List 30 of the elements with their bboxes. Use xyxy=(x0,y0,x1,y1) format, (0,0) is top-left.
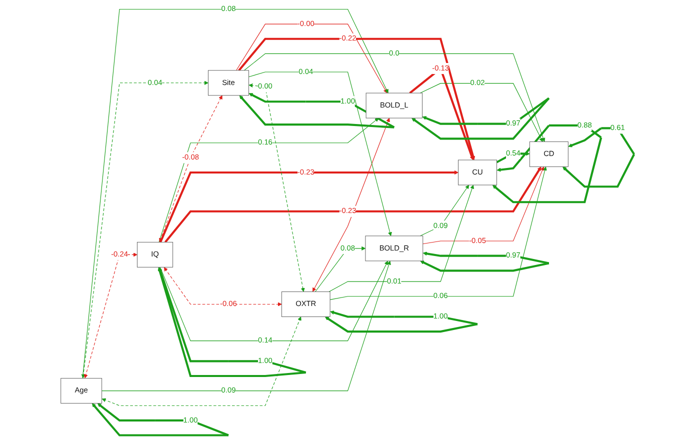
arrow xyxy=(102,260,391,392)
arrow xyxy=(164,166,542,243)
arrow xyxy=(158,267,306,378)
arrow xyxy=(328,184,474,292)
arrow xyxy=(81,80,208,378)
arrow xyxy=(102,316,302,406)
arrow xyxy=(312,118,390,292)
arrow xyxy=(562,127,636,188)
arrow xyxy=(420,252,550,272)
arrow xyxy=(158,118,379,242)
arrow xyxy=(314,246,366,292)
arrow xyxy=(159,95,222,242)
arrow xyxy=(248,83,305,292)
arrow xyxy=(492,124,602,204)
arrow xyxy=(82,8,388,379)
arrow xyxy=(92,403,229,436)
arrow xyxy=(159,170,458,243)
arrow xyxy=(164,267,282,306)
arrow xyxy=(248,72,392,236)
arrow xyxy=(420,83,543,142)
arrow xyxy=(420,184,470,236)
arrow xyxy=(244,53,546,142)
arrow xyxy=(238,38,476,160)
arrow xyxy=(84,252,138,378)
arrow xyxy=(324,310,478,333)
arrow xyxy=(412,97,550,140)
arrow xyxy=(236,24,388,94)
arrow xyxy=(330,166,547,300)
arrow xyxy=(160,260,388,342)
arrow xyxy=(422,166,544,244)
